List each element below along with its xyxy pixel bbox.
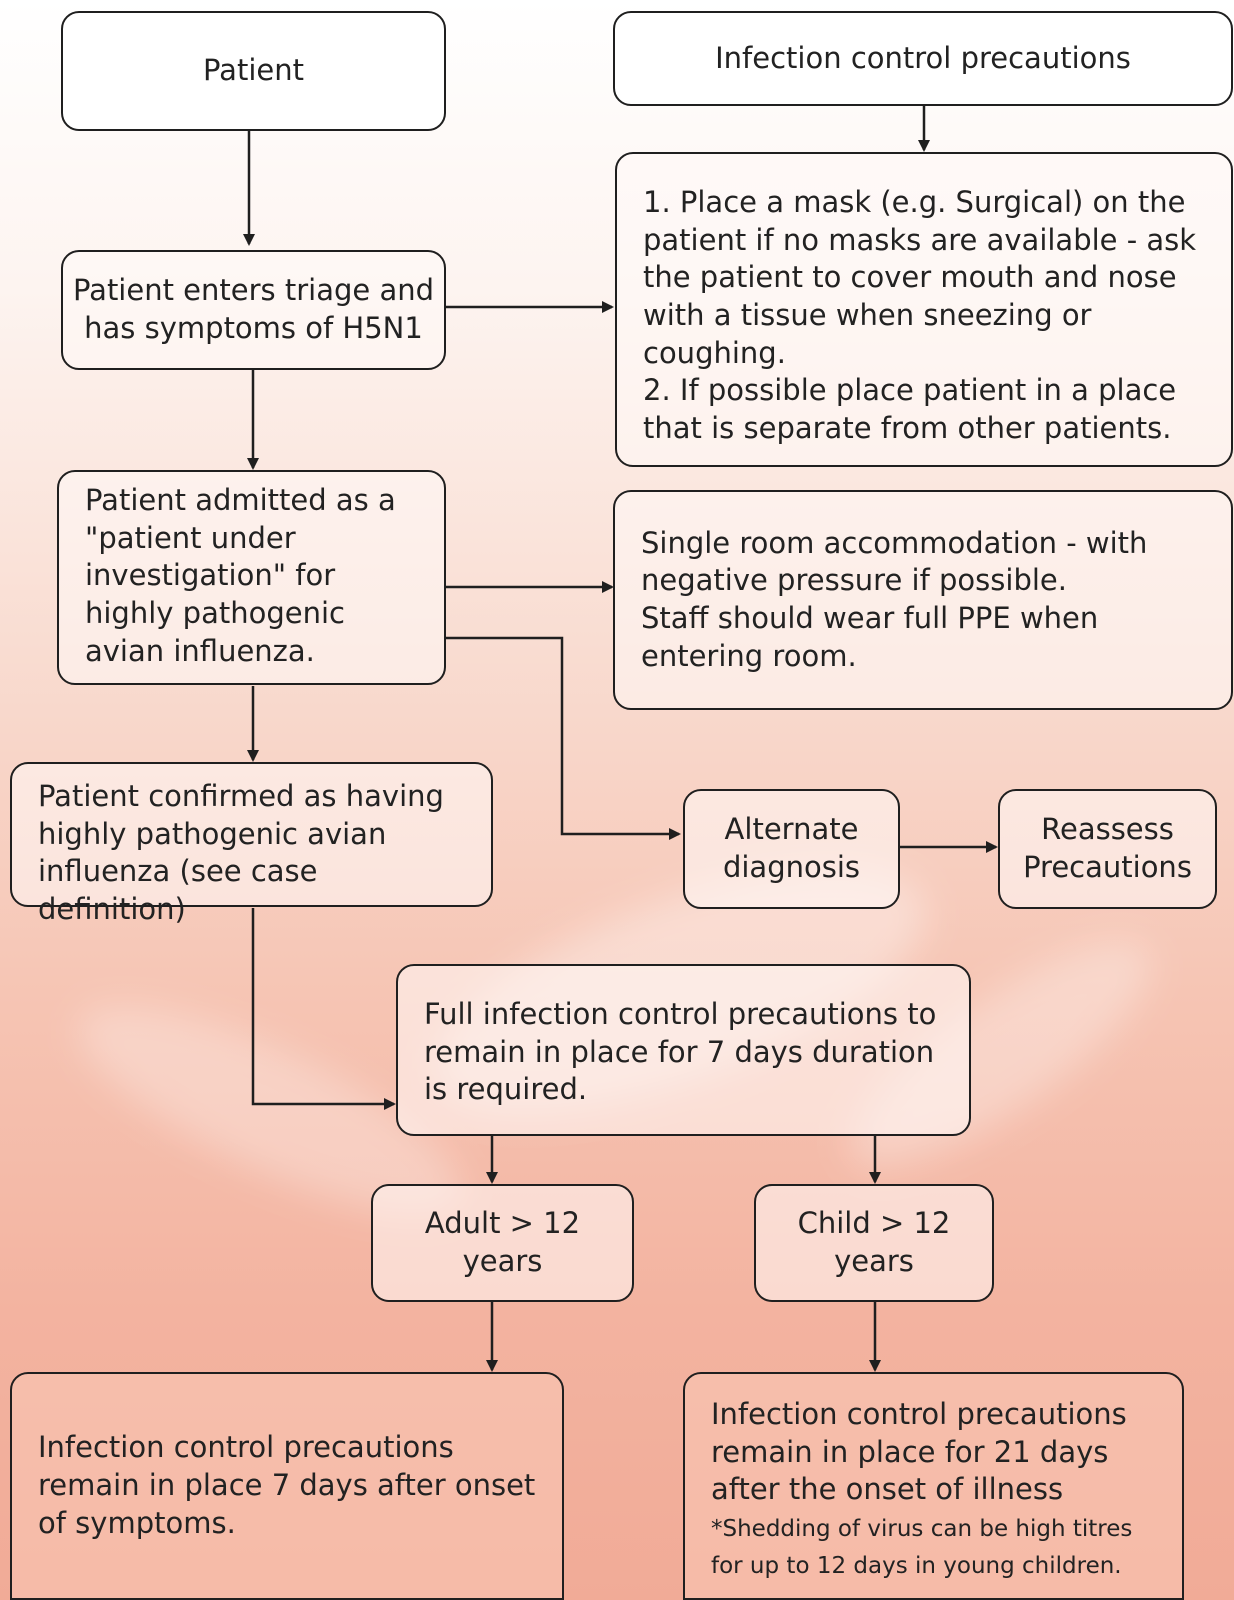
triage-node: Patient enters triage and has symptoms o…: [61, 250, 446, 370]
arrow-admitted-to-alternate: [446, 636, 681, 840]
reassess-node: Reassess Precautions: [998, 789, 1217, 909]
confirmed-node: Patient confirmed as having highly patho…: [10, 762, 493, 926]
mask-instruction-1: 1. Place a mask (e.g. Surgical) on the p…: [643, 185, 1197, 370]
adult-outcome-label: Infection control precautions remain in …: [38, 1430, 536, 1540]
child-outcome-node: Infection control precautions remain in …: [683, 1372, 1184, 1600]
admitted-label: Patient admitted as a "patient under inv…: [85, 483, 396, 668]
single-room-node: Single room accommodation - with negativ…: [613, 490, 1233, 710]
admitted-node: Patient admitted as a "patient under inv…: [57, 470, 446, 685]
child-outcome-label: Infection control precautions remain in …: [711, 1397, 1127, 1507]
reassess-label: Reassess Precautions: [1023, 812, 1192, 884]
patient-label: Patient: [203, 53, 304, 88]
alternate-diagnosis-node: Alternate diagnosis: [683, 789, 900, 909]
infection-control-node: Infection control precautions: [613, 11, 1233, 106]
adult-node: Adult > 12 years: [371, 1184, 634, 1302]
arrow-confirmed-to-full-precautions: [251, 908, 396, 1110]
alternate-diagnosis-label: Alternate diagnosis: [722, 812, 861, 884]
patient-node: Patient: [61, 11, 446, 131]
triage-label: Patient enters triage and has symptoms o…: [72, 273, 435, 345]
mask-instructions-node: 1. Place a mask (e.g. Surgical) on the p…: [615, 152, 1233, 467]
adult-outcome-node: Infection control precautions remain in …: [10, 1372, 564, 1600]
infection-control-label: Infection control precautions: [715, 40, 1131, 75]
confirmed-label: Patient confirmed as having highly patho…: [38, 779, 444, 927]
child-node: Child > 12 years: [754, 1184, 994, 1302]
full-precautions-label: Full infection control precautions to re…: [424, 997, 937, 1107]
mask-instruction-2: 2. If possible place patient in a place …: [643, 373, 1177, 446]
single-room-line-2: Staff should wear full PPE when entering…: [641, 601, 1099, 673]
single-room-line-1: Single room accommodation - with negativ…: [641, 525, 1148, 598]
adult-label: Adult > 12 years: [424, 1206, 581, 1278]
full-precautions-node: Full infection control precautions to re…: [396, 964, 971, 1136]
child-label: Child > 12 years: [797, 1206, 951, 1278]
child-outcome-note: *Shedding of virus can be high titres fo…: [711, 1516, 1133, 1579]
